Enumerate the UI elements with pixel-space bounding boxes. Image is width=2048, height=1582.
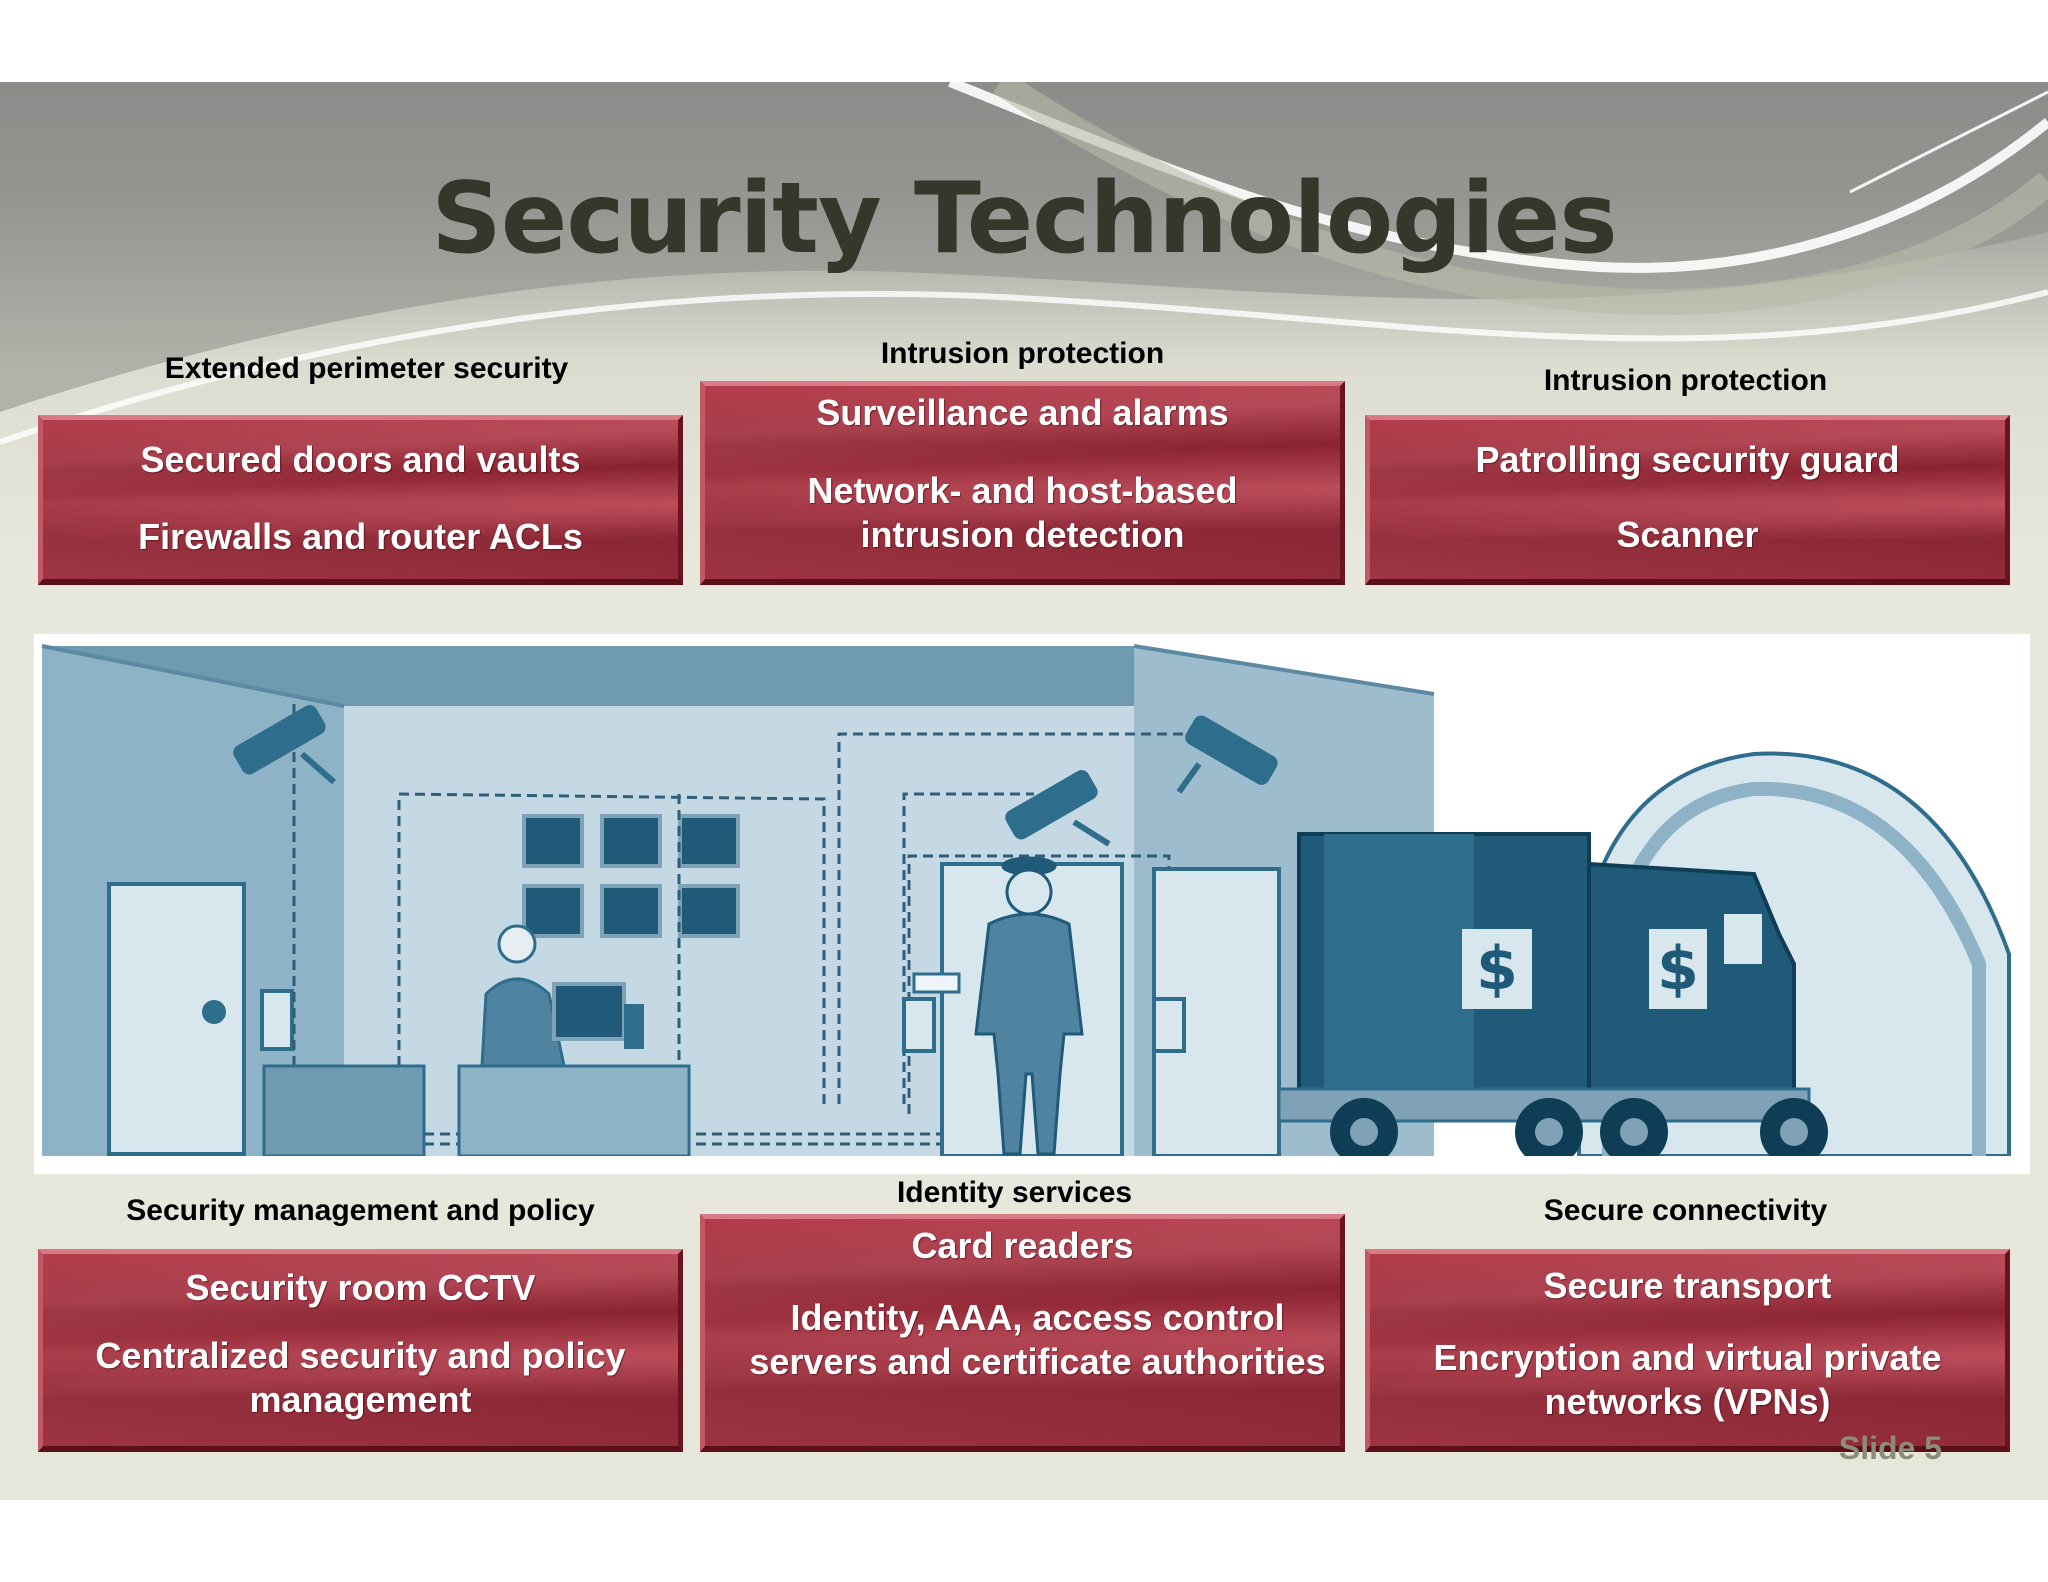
caption-top-1: Extended perimeter security: [164, 352, 569, 385]
box-bottom-2-item-1: Card readers: [911, 1225, 1134, 1266]
box-bottom-3-item-2: Encryption and virtual private networks …: [1433, 1337, 1942, 1422]
guard-icon: [974, 856, 1084, 1156]
box-top-1: Secured doors and vaults Firewalls and r…: [38, 415, 683, 585]
background-swoosh: [0, 82, 2048, 445]
card-reader-icon: [902, 972, 961, 1053]
slide: Security Technologies Extended perimeter…: [0, 82, 2048, 1500]
box-top-1-item-2: Firewalls and router ACLs: [138, 516, 583, 557]
caption-bottom-1: Security management and policy: [126, 1194, 595, 1227]
page-title: Security Technologies: [431, 162, 1617, 276]
caption-bottom-2: Identity services: [896, 1176, 1133, 1209]
security-camera-icon: [233, 705, 336, 785]
box-top-3-item-2: Scanner: [1616, 514, 1759, 555]
box-top-2: Surveillance and alarms Network- and hos…: [700, 381, 1345, 585]
security-camera-icon: [1176, 715, 1278, 794]
vault-door: [107, 882, 246, 1156]
box-top-2-item-2: Network- and host-based intrusion detect…: [807, 470, 1238, 555]
box-bottom-3: Secure transport Encryption and virtual …: [1365, 1249, 2010, 1452]
box-bottom-3-item-1: Secure transport: [1543, 1265, 1832, 1306]
truck-sign-1: $: [1476, 934, 1518, 1004]
monitor-wall-icon: [522, 814, 740, 938]
caption-bottom-3: Secure connectivity: [1543, 1194, 1828, 1227]
security-camera-icon: [1005, 770, 1111, 847]
box-bottom-2-item-2: Identity, AAA, access control servers an…: [749, 1297, 1326, 1382]
facility-illustration: $ $: [34, 634, 2030, 1174]
box-bottom-1-item-1: Security room CCTV: [185, 1267, 536, 1308]
slide-number: Slide 5: [1838, 1430, 1942, 1466]
box-bottom-2: Card readers Identity, AAA, access contr…: [700, 1214, 1345, 1452]
caption-top-2: Intrusion protection: [880, 337, 1165, 370]
box-top-1-item-1: Secured doors and vaults: [140, 439, 581, 480]
box-top-3: Patrolling security guard Scanner: [1365, 415, 2010, 585]
box-bottom-1: Security room CCTV Centralized security …: [38, 1249, 683, 1452]
caption-top-3: Intrusion protection: [1543, 364, 1828, 397]
armored-truck-icon: $ $: [1277, 832, 1828, 1166]
operator-icon: [480, 924, 566, 1068]
truck-sign-2: $: [1657, 934, 1699, 1004]
box-top-2-item-1: Surveillance and alarms: [816, 392, 1229, 433]
box-bottom-1-item-2: Centralized security and policy manageme…: [95, 1335, 626, 1420]
box-top-3-item-1: Patrolling security guard: [1475, 439, 1900, 480]
